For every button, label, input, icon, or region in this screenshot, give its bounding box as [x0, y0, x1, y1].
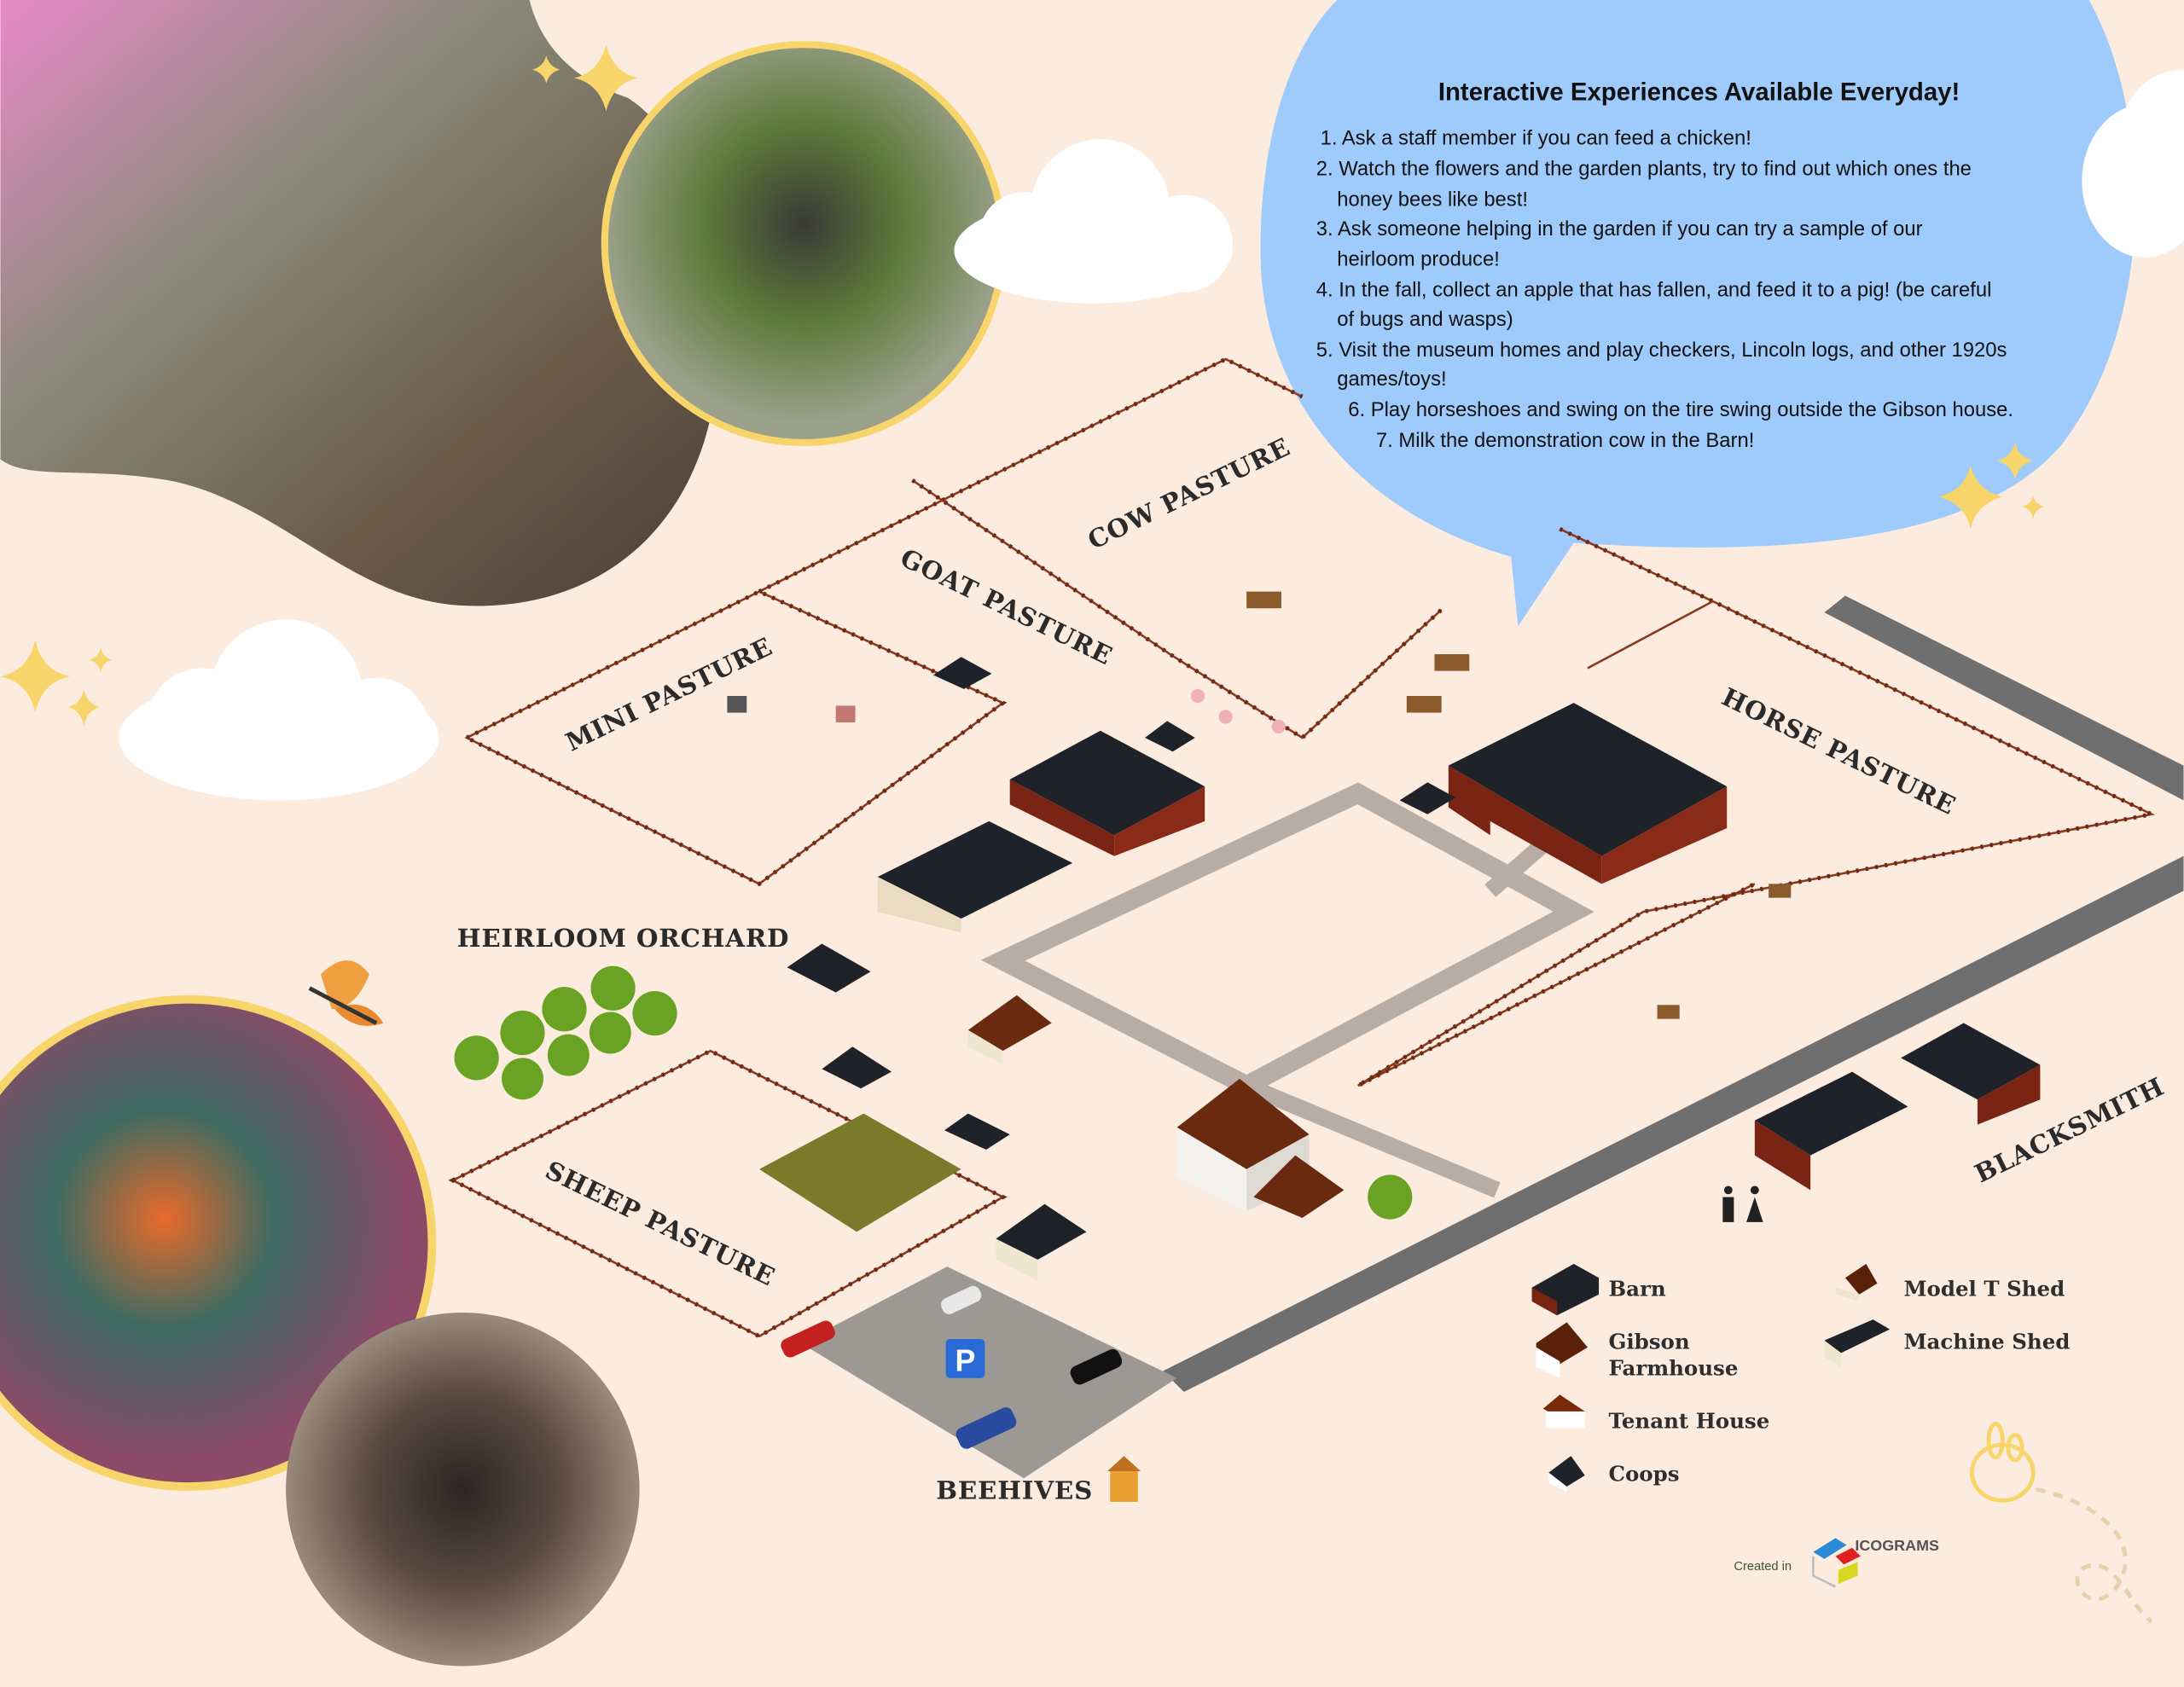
experience-item-2-cont: honey bees like best!	[1337, 188, 1528, 212]
machine-shed	[877, 820, 1073, 933]
photo-tractor-man	[0, 994, 437, 1491]
experience-item-3-cont: heirloom produce!	[1337, 248, 1500, 271]
label-horse-pasture: HORSE PASTURE	[1717, 681, 1960, 820]
barn-small	[1009, 730, 1205, 856]
credit-brand: ICOGRAMS	[1855, 1537, 1939, 1554]
pasture-fences	[448, 357, 2158, 1339]
animal-icons	[727, 591, 1792, 1019]
experience-item-4: 4. In the fall, collect an apple that ha…	[1316, 279, 1992, 302]
legend-farmhouse-icon	[1536, 1322, 1588, 1378]
legend-gibson-farmhouse-line1: Gibson	[1608, 1329, 1689, 1354]
legend-gibson-farmhouse-line2: Farmhouse	[1608, 1355, 1738, 1380]
label-goat-pasture: GOAT PASTURE	[896, 542, 1118, 671]
bee-icon	[1969, 1422, 2036, 1503]
blacksmith-shop	[1754, 1023, 2041, 1191]
legend: Barn Gibson Farmhouse Tenant House Coops…	[1531, 1263, 2070, 1493]
parking-lot	[800, 1267, 1177, 1479]
bee-trail	[2036, 1487, 2153, 1624]
legend-barn-icon	[1531, 1263, 1600, 1316]
cloud	[119, 619, 439, 801]
butterfly-icon	[308, 960, 384, 1026]
label-beehives: BEEHIVES	[936, 1475, 1093, 1505]
orchard-trees	[454, 965, 1413, 1220]
experience-item-3: 3. Ask someone helping in the garden if …	[1316, 217, 1923, 241]
restroom-icon	[1722, 1186, 1763, 1222]
beehive-icon	[1107, 1456, 1141, 1502]
label-sheep-pasture: SHEEP PASTURE	[541, 1155, 780, 1292]
coops	[787, 657, 1455, 1151]
legend-machine-shed: Machine Shed	[1903, 1329, 2070, 1354]
legend-tenant-house-icon	[1542, 1394, 1585, 1429]
experience-item-2: 2. Watch the flowers and the garden plan…	[1316, 158, 1972, 181]
parking-label: P	[956, 1344, 976, 1378]
legend-machine-shed-icon	[1824, 1319, 1891, 1367]
label-heirloom-orchard: HEIRLOOM ORCHARD	[457, 923, 790, 953]
cars	[781, 1285, 1123, 1449]
experience-item-4-cont: of bugs and wasps)	[1337, 308, 1513, 331]
legend-coops-icon	[1548, 1456, 1585, 1493]
road	[800, 595, 2184, 1479]
experience-item-5-cont: games/toys!	[1337, 368, 1446, 391]
tenant-house	[967, 994, 1087, 1281]
label-mini-pasture: MINI PASTURE	[561, 631, 776, 757]
legend-tenant-house: Tenant House	[1608, 1408, 1769, 1433]
experience-item-1: 1. Ask a staff member if you can feed a …	[1321, 127, 1751, 150]
garden-plot	[758, 1113, 961, 1232]
gibson-farmhouse	[1176, 1078, 1345, 1219]
icograms-logo-icon	[1812, 1538, 1861, 1588]
experiences-bubble: Interactive Experiences Available Everyd…	[1260, 0, 2135, 627]
parking-sign: P	[945, 1338, 985, 1378]
label-cow-pasture: COW PASTURE	[1083, 432, 1294, 555]
legend-barn: Barn	[1608, 1276, 1665, 1301]
sparkle-icon	[0, 44, 2045, 727]
experience-item-5: 5. Visit the museum homes and play check…	[1316, 339, 2007, 362]
bubble-title: Interactive Experiences Available Everyd…	[1438, 78, 1960, 107]
cloud	[954, 139, 1233, 304]
legend-coops: Coops	[1608, 1461, 1679, 1486]
credit-prefix: Created in	[1734, 1560, 1792, 1574]
icograms-credit: Created in ICOGRAMS	[1734, 1537, 1939, 1588]
legend-model-t-shed-icon	[1835, 1263, 1878, 1301]
barn-main	[1448, 703, 1728, 884]
legend-model-t-shed: Model T Shed	[1903, 1276, 2065, 1301]
photo-chickens	[0, 0, 714, 606]
photo-pig	[286, 1312, 640, 1667]
cloud	[2082, 69, 2184, 258]
experience-item-6: 6. Play horseshoes and swing on the tire…	[1348, 398, 2013, 421]
experience-item-7: 7. Milk the demonstration cow in the Bar…	[1376, 429, 1754, 452]
photo-goat	[601, 41, 1007, 447]
